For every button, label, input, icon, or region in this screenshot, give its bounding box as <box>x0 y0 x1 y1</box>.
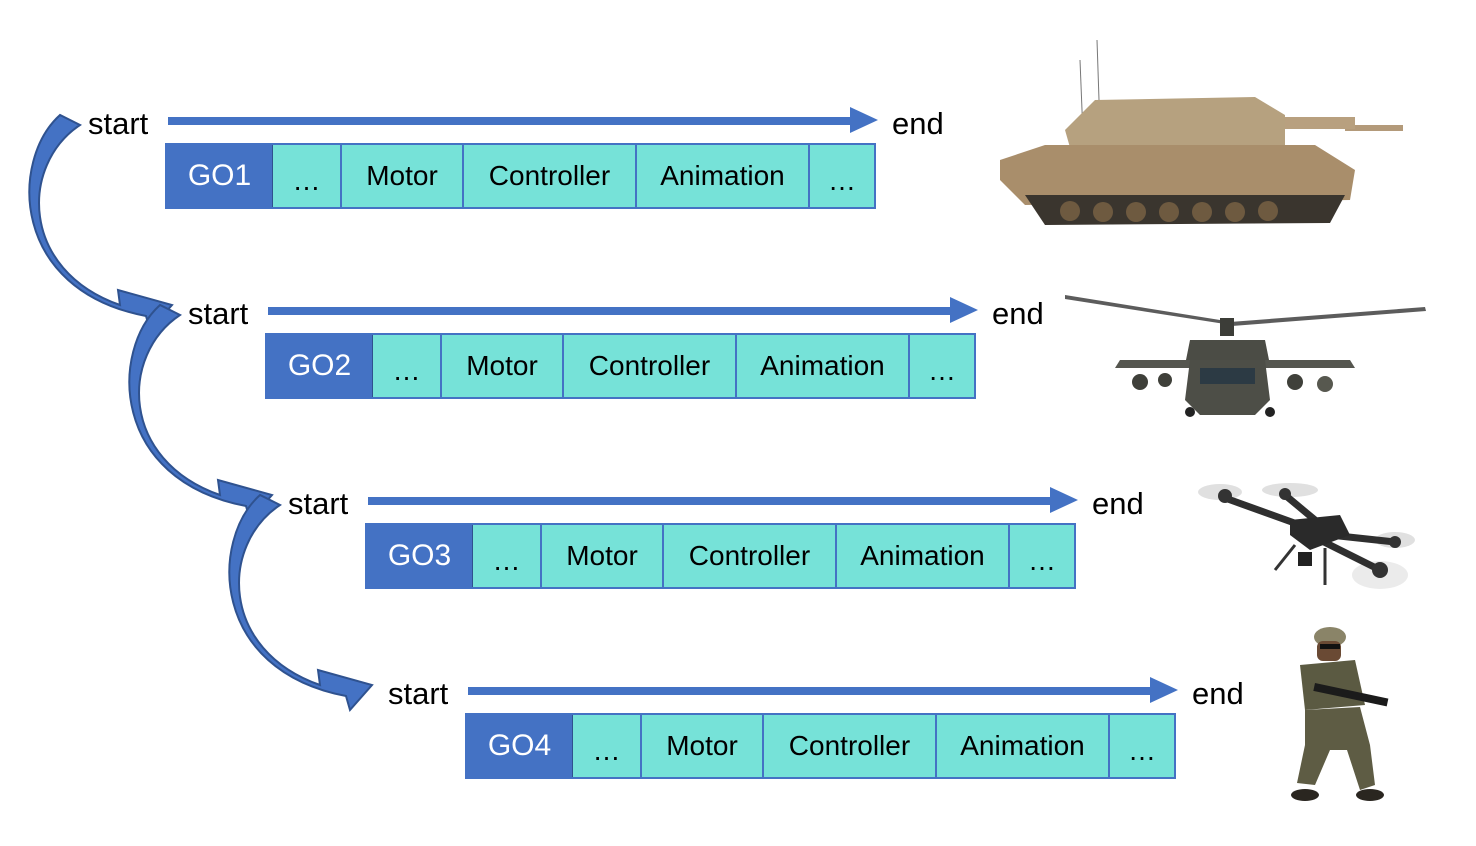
component-cell-controller: Controller <box>662 525 835 587</box>
execution-row-go1: start end GO1 … Motor Controller Animati… <box>0 0 1476 225</box>
component-cell: … <box>292 165 321 196</box>
execution-row-go2: start end GO2 … Motor Controller Animati… <box>100 190 1476 417</box>
end-label: end <box>1092 486 1144 521</box>
component-cell-controller: Controller <box>462 145 635 207</box>
component-block: GO3 … Motor Controller Animation … <box>365 523 1076 589</box>
game-object-cell: GO2 <box>267 335 373 397</box>
component-block: GO2 … Motor Controller Animation … <box>265 333 976 399</box>
timeline-arrow <box>168 105 878 135</box>
arrow-head-icon <box>1150 677 1178 703</box>
component-cell-motor: Motor <box>340 145 462 207</box>
component-block: GO1 … Motor Controller Animation … <box>165 143 876 209</box>
component-cell: … <box>1108 715 1174 777</box>
game-object-cell: GO3 <box>367 525 473 587</box>
helicopter-image <box>1065 295 1426 417</box>
timeline-arrow <box>468 675 1178 705</box>
execution-row-go3: start end GO3 … Motor Controller Animati… <box>200 380 1476 589</box>
start-label: start <box>88 106 149 141</box>
arrow-head-icon <box>1050 487 1078 513</box>
timeline-arrow <box>368 485 1078 515</box>
arrow-head-icon <box>950 297 978 323</box>
component-cell-controller: Controller <box>762 715 935 777</box>
component-cell: … <box>908 335 974 397</box>
component-cell: … <box>392 355 421 386</box>
component-cell: … <box>492 545 521 576</box>
drone-image <box>1198 483 1415 589</box>
component-cell-animation: Animation <box>935 715 1108 777</box>
end-label: end <box>992 296 1044 331</box>
component-cell-motor: Motor <box>640 715 762 777</box>
execution-row-go4: start end GO4 … Motor Controller Animati… <box>300 570 1476 801</box>
end-label: end <box>892 106 944 141</box>
start-label: start <box>288 486 349 521</box>
component-cell-motor: Motor <box>540 525 662 587</box>
end-label: end <box>1192 676 1244 711</box>
component-cell-controller: Controller <box>562 335 735 397</box>
start-label: start <box>188 296 249 331</box>
component-cell-animation: Animation <box>635 145 808 207</box>
component-cell: … <box>592 735 621 766</box>
tank-image <box>1000 39 1403 225</box>
component-cell-animation: Animation <box>735 335 908 397</box>
component-block: GO4 … Motor Controller Animation … <box>465 713 1176 779</box>
component-cell: … <box>1008 525 1074 587</box>
timeline-arrow <box>268 295 978 325</box>
component-cell: … <box>808 145 874 207</box>
component-cell-motor: Motor <box>440 335 562 397</box>
soldier-image <box>1291 627 1389 801</box>
game-object-cell: GO4 <box>467 715 573 777</box>
arrow-head-icon <box>850 107 878 133</box>
start-label: start <box>388 676 449 711</box>
game-object-cell: GO1 <box>167 145 273 207</box>
component-cell-animation: Animation <box>835 525 1008 587</box>
